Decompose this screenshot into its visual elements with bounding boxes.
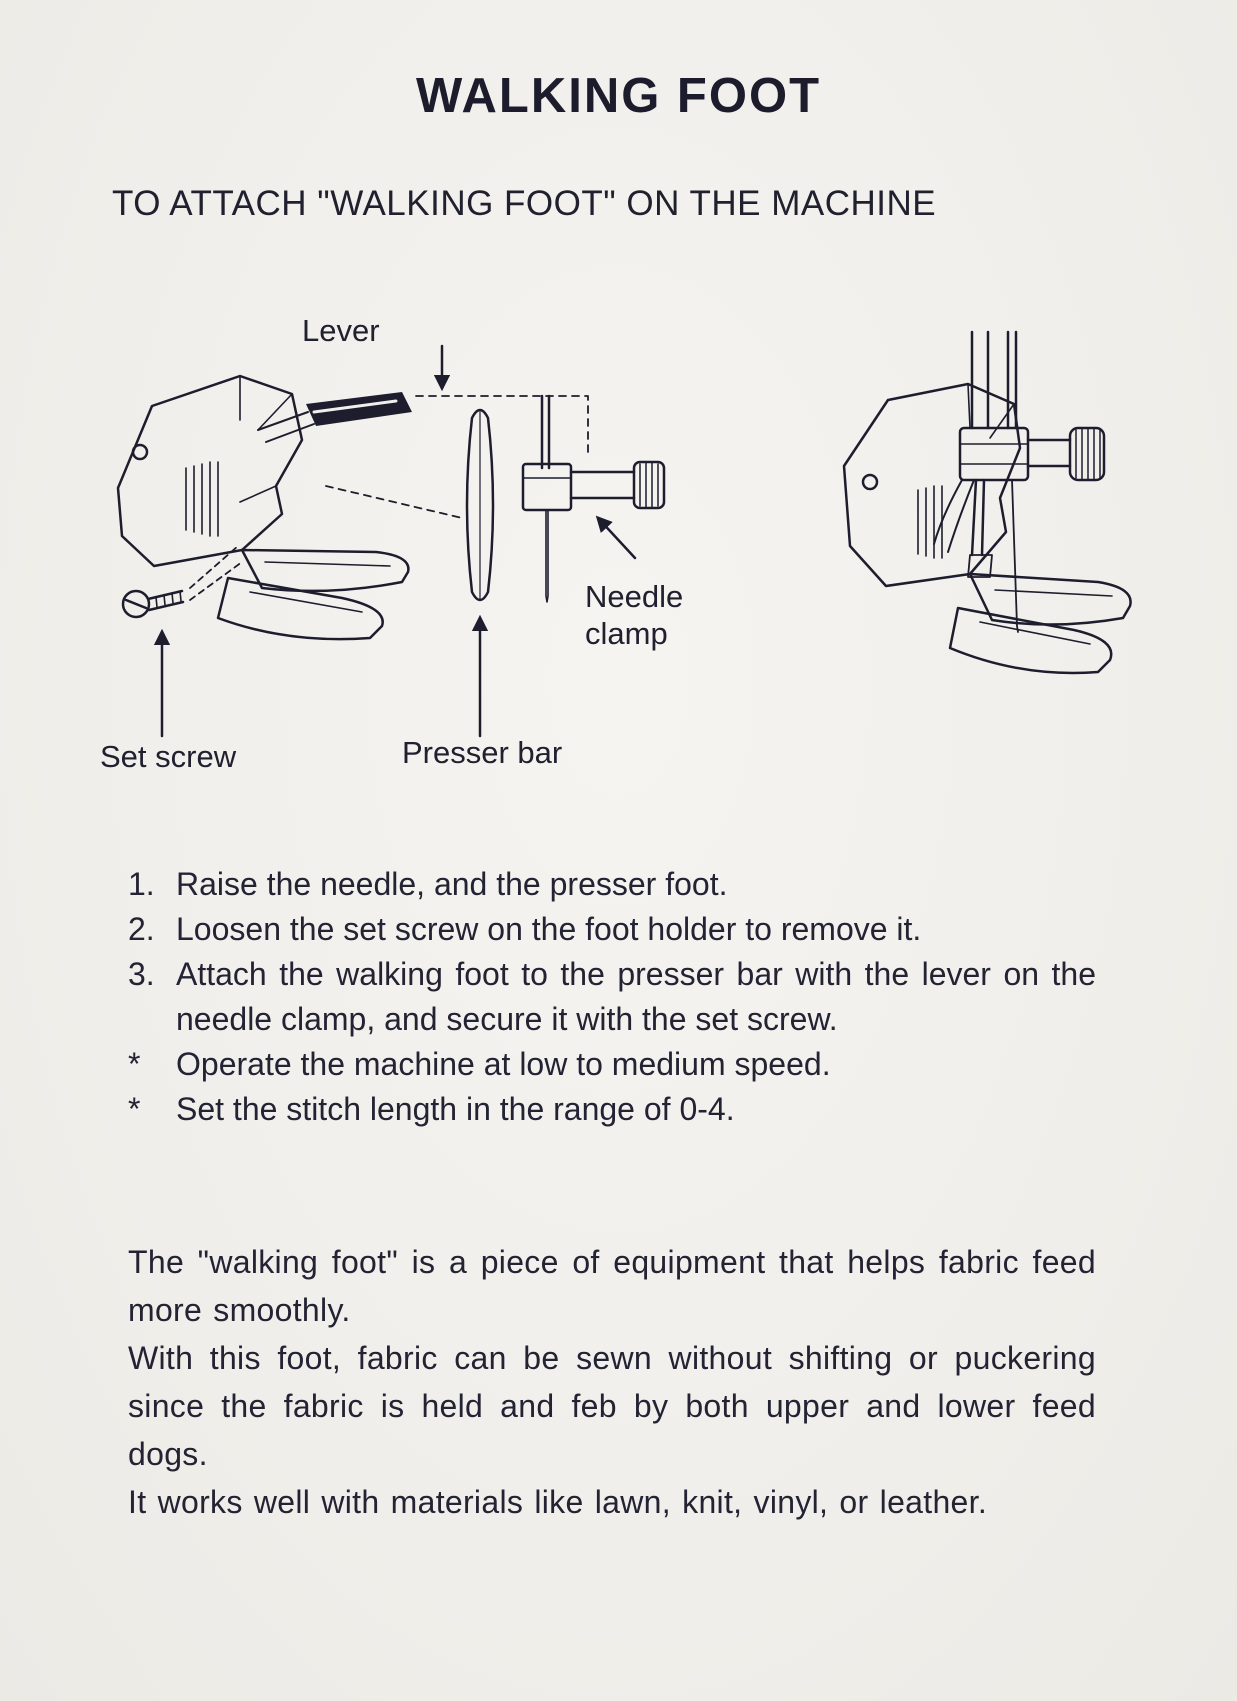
note-text: Operate the machine at low to medium spe… bbox=[176, 1046, 831, 1082]
presser-bar-label: Presser bar bbox=[402, 735, 563, 770]
instruction-note: * Operate the machine at low to medium s… bbox=[128, 1042, 1096, 1087]
needle-clamp-label: Needle clamp bbox=[585, 579, 684, 651]
label-arrows bbox=[153, 344, 637, 738]
description-block: The "walking foot" is a piece of equipme… bbox=[128, 1238, 1096, 1526]
description-paragraph: It works well with materials like lawn, … bbox=[128, 1484, 988, 1520]
page-title: WALKING FOOT bbox=[415, 69, 822, 123]
step-number: 3. bbox=[128, 956, 155, 992]
step-number: 1. bbox=[128, 866, 155, 902]
diagram-section: Lever Needle clamp Set screw Presser bar bbox=[0, 300, 1237, 820]
foot-sole-drawing bbox=[216, 548, 410, 641]
instruction-step: 3. Attach the walking foot to the presse… bbox=[128, 952, 1096, 1042]
description-paragraph: The "walking foot" is a piece of equipme… bbox=[128, 1244, 1096, 1328]
lever-drawing bbox=[306, 392, 412, 426]
note-marker: * bbox=[128, 1046, 141, 1082]
note-text: Set the stitch length in the range of 0-… bbox=[176, 1091, 735, 1127]
description-paragraph: With this foot, fabric can be sewn witho… bbox=[128, 1340, 1096, 1472]
needle-clamp-drawing bbox=[521, 394, 666, 603]
set-screw-label: Set screw bbox=[100, 739, 237, 774]
walking-foot-exploded-diagram bbox=[116, 344, 666, 738]
instruction-step: 2. Loosen the set screw on the foot hold… bbox=[128, 907, 1096, 952]
foot-sole-attached-drawing bbox=[948, 572, 1132, 675]
instruction-note: * Set the stitch length in the range of … bbox=[128, 1087, 1096, 1132]
step-text: Raise the needle, and the presser foot. bbox=[176, 866, 728, 902]
instruction-step: 1. Raise the needle, and the presser foo… bbox=[128, 862, 1096, 907]
needle-clamp-attached-drawing bbox=[958, 426, 1106, 482]
step-text: Loosen the set screw on the foot holder … bbox=[176, 911, 922, 947]
step-number: 2. bbox=[128, 911, 155, 947]
presser-bar-drawing bbox=[465, 408, 495, 602]
walking-foot-attached-diagram bbox=[842, 330, 1132, 675]
foot-body-attached-drawing bbox=[842, 382, 1022, 588]
lever-label: Lever bbox=[302, 313, 380, 348]
set-screw-drawing bbox=[121, 545, 243, 619]
alignment-dashed-lines bbox=[325, 395, 589, 519]
instruction-list: 1. Raise the needle, and the presser foo… bbox=[128, 862, 1096, 1132]
foot-body-drawing bbox=[116, 374, 315, 568]
note-marker: * bbox=[128, 1091, 141, 1127]
section-heading: TO ATTACH "WALKING FOOT" ON THE MACHINE bbox=[112, 184, 937, 223]
needle-attached-drawing bbox=[1011, 479, 1019, 633]
step-text: Attach the walking foot to the presser b… bbox=[176, 956, 1096, 1037]
